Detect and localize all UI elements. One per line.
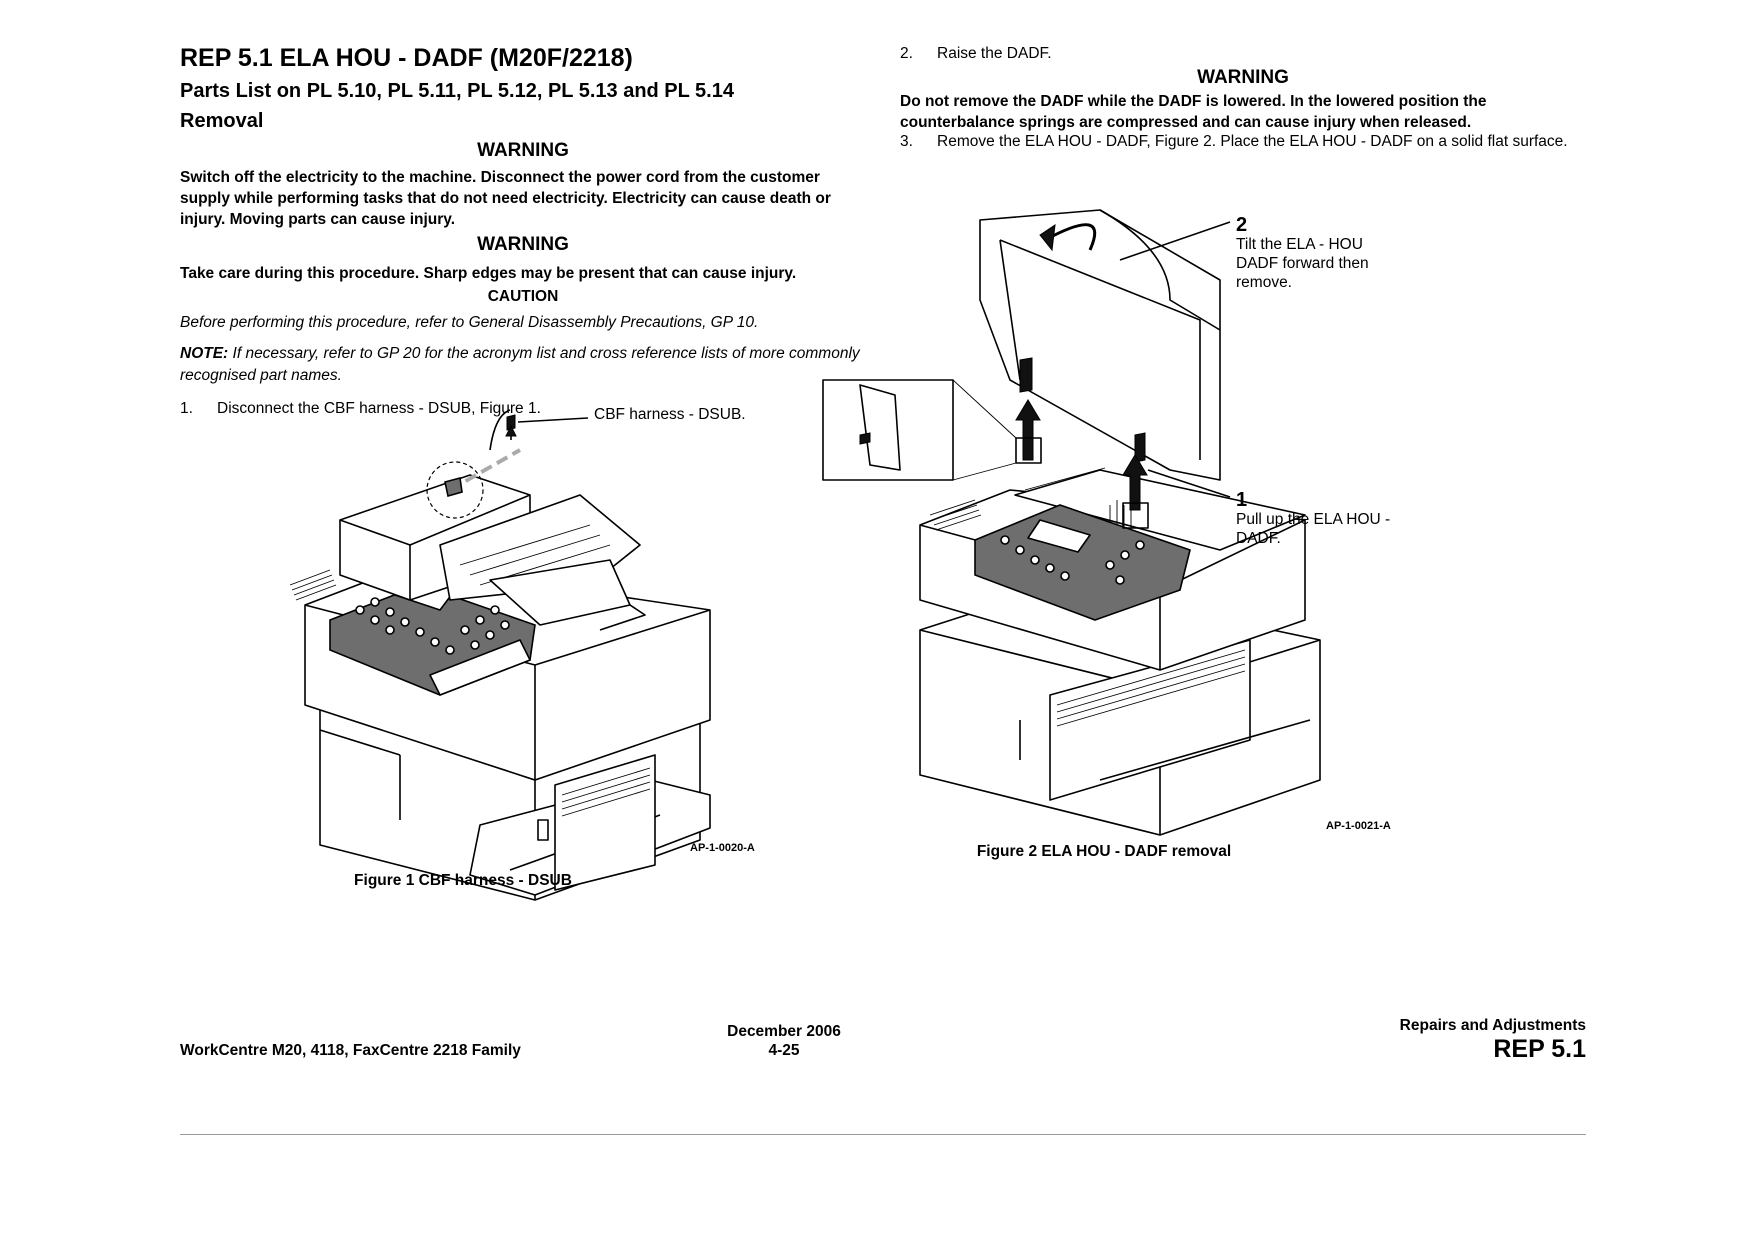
figure-2-caption: Figure 2 ELA HOU - DADF removal <box>976 843 1232 860</box>
note-text: If necessary, refer to GP 20 for the acr… <box>180 345 860 384</box>
page-title: REP 5.1 ELA HOU - DADF (M20F/2218) <box>180 44 633 72</box>
figure-1-code: AP-1-0020-A <box>690 842 755 854</box>
fig2-scanner-glass <box>1014 469 1306 551</box>
footer-page-number: 4-25 <box>768 1042 800 1059</box>
warning-text-2: Take care during this procedure. Sharp e… <box>180 265 797 282</box>
note-paragraph: NOTE: If necessary, refer to GP 20 for t… <box>180 343 866 387</box>
figure-1-callout: CBF harness - DSUB. <box>594 406 746 423</box>
step-2-number: 2. <box>900 45 913 62</box>
warning-heading-3: WARNING <box>1197 67 1289 88</box>
callout-2-number: 2 <box>1236 214 1248 236</box>
step-2-text: Raise the DADF. <box>937 45 1052 62</box>
callout-1-number: 1 <box>1236 489 1248 511</box>
warning-heading-1: WARNING <box>477 140 569 161</box>
warning-text-3: Do not remove the DADF while the DADF is… <box>900 93 1487 131</box>
figure-2-code: AP-1-0021-A <box>1326 820 1391 832</box>
step-1-text: Disconnect the CBF harness - DSUB, Figur… <box>217 400 541 417</box>
warning-heading-2: WARNING <box>477 234 569 255</box>
note-label: NOTE: <box>180 345 229 362</box>
section-heading: Removal <box>180 110 264 132</box>
footer-product: WorkCentre M20, 4118, FaxCentre 2218 Fam… <box>180 1042 521 1059</box>
figure-1-caption: Figure 1 CBF harness - DSUB <box>354 872 572 889</box>
footer-chapter: Repairs and Adjustments <box>1399 1017 1586 1034</box>
callout-1-text: Pull up the ELA HOU - DADF. <box>1236 511 1391 547</box>
footer-divider <box>180 1134 1586 1135</box>
footer-rep-number: REP 5.1 <box>1493 1035 1586 1063</box>
fig2-detail-inset <box>822 379 954 481</box>
step-3-text: Remove the ELA HOU - DADF, Figure 2. Pla… <box>937 133 1568 150</box>
figure-1-illustration <box>289 409 711 901</box>
step-3-number: 3. <box>900 133 913 150</box>
callout-2-text: Tilt the ELA - HOU DADF forward then rem… <box>1236 236 1369 291</box>
warning-text-1: Switch off the electricity to the machin… <box>180 169 831 228</box>
fig1-side-panel <box>554 754 656 891</box>
figure-2-illustration <box>822 209 1321 836</box>
step-1-number: 1. <box>180 400 193 417</box>
caution-heading: CAUTION <box>487 288 559 305</box>
footer-date: December 2006 <box>727 1023 841 1040</box>
fig2-control-panel <box>974 504 1191 621</box>
caution-text: Before performing this procedure, refer … <box>180 314 759 331</box>
parts-list-subtitle: Parts List on PL 5.10, PL 5.11, PL 5.12,… <box>180 80 734 102</box>
